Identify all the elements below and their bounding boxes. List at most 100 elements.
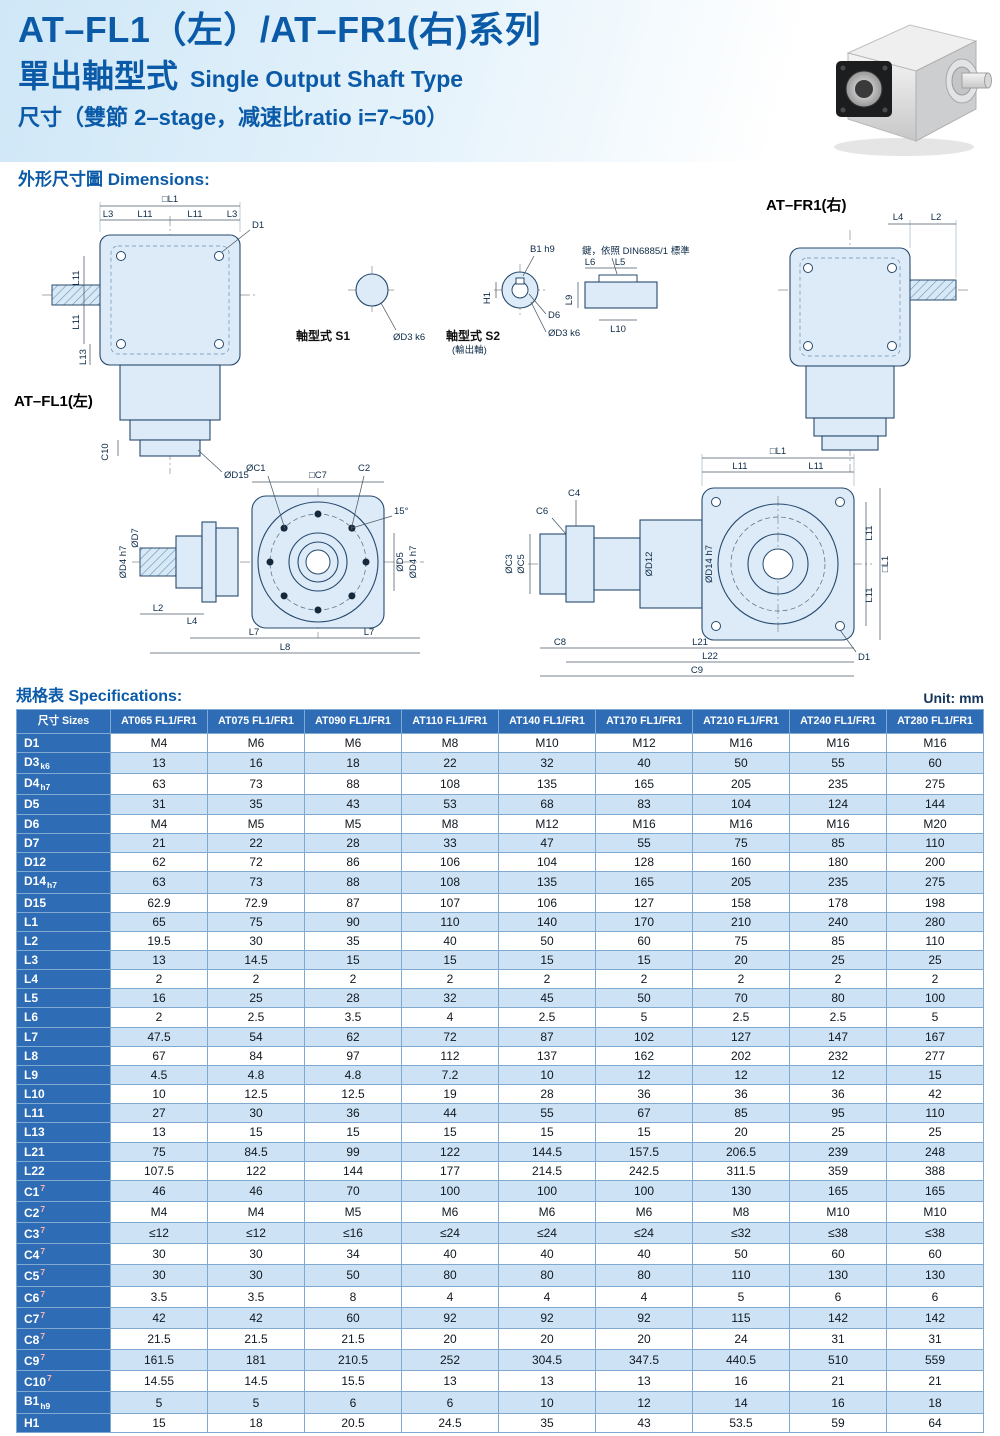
spec-cell: ≤38 bbox=[886, 1222, 984, 1245]
spec-row-label: L9 bbox=[16, 1064, 111, 1086]
spec-cell: 162 bbox=[595, 1045, 693, 1066]
spec-cell: 35 bbox=[498, 1412, 596, 1433]
spec-cell: 92 bbox=[595, 1306, 693, 1329]
spec-cell: 73 bbox=[207, 773, 305, 796]
spec-cell: 86 bbox=[304, 851, 402, 873]
spec-cell: 87 bbox=[304, 892, 402, 913]
spec-cell: 21 bbox=[789, 1370, 887, 1393]
spec-cell: 177 bbox=[401, 1160, 499, 1181]
spec-cell: 161.5 bbox=[110, 1349, 208, 1372]
spec-cell: 30 bbox=[207, 1264, 305, 1287]
spec-cell: 5 bbox=[110, 1391, 208, 1414]
dim-label: L3 bbox=[227, 209, 238, 220]
spec-cell: 200 bbox=[886, 851, 984, 873]
spec-cell: 210.5 bbox=[304, 1349, 402, 1372]
spec-cell: 20 bbox=[498, 1327, 596, 1351]
spec-cell: 40 bbox=[401, 930, 499, 951]
spec-cell: 165 bbox=[595, 773, 693, 796]
spec-cell: 13 bbox=[110, 751, 208, 775]
spec-cell: 202 bbox=[692, 1045, 790, 1066]
spec-cell: 28 bbox=[304, 988, 402, 1009]
spec-cell: 27 bbox=[110, 1103, 208, 1124]
spec-cell: 559 bbox=[886, 1349, 984, 1372]
spec-cell: 181 bbox=[207, 1349, 305, 1372]
spec-cell: 13 bbox=[110, 949, 208, 971]
spec-cell: 214.5 bbox=[498, 1160, 596, 1181]
spec-row-label: L3 bbox=[16, 949, 111, 971]
spec-cell: 2 bbox=[110, 969, 208, 990]
subtitle-zh: 單出軸型式 bbox=[18, 58, 179, 95]
spec-cell: 205 bbox=[692, 773, 790, 796]
spec-header-model: AT090 FL1/FR1 bbox=[304, 709, 402, 734]
spec-cell: 2 bbox=[886, 969, 984, 990]
dim-label: 15° bbox=[394, 506, 409, 517]
spec-cell: 8 bbox=[304, 1285, 402, 1308]
spec-cell: 42 bbox=[110, 1306, 208, 1329]
spec-row-label: C27 bbox=[16, 1200, 111, 1224]
spec-cell: 127 bbox=[692, 1026, 790, 1047]
specs-heading-bar: 規格表 Specifications: Unit: mm bbox=[16, 682, 984, 706]
dim-label: L22 bbox=[702, 651, 718, 662]
page-title: AT–FL1（左）/AT–FR1(右)系列 bbox=[18, 9, 542, 50]
spec-cell: 68 bbox=[498, 794, 596, 815]
spec-cell: 99 bbox=[304, 1141, 402, 1162]
spec-cell: ≤24 bbox=[498, 1222, 596, 1245]
spec-cell: 10 bbox=[110, 1084, 208, 1105]
spec-row-label: L2 bbox=[16, 930, 111, 951]
spec-cell: 112 bbox=[401, 1045, 499, 1066]
dim-label: L11 bbox=[732, 461, 747, 472]
spec-cell: 19.5 bbox=[110, 930, 208, 951]
spec-cell: 25 bbox=[789, 1122, 887, 1143]
spec-cell: 72.9 bbox=[207, 892, 305, 913]
dim-label: C8 bbox=[554, 637, 566, 648]
spec-cell: 2.5 bbox=[789, 1007, 887, 1028]
spec-cell: 18 bbox=[304, 751, 402, 775]
dim-label: C2 bbox=[358, 463, 370, 474]
spec-row-label: L6 bbox=[16, 1007, 111, 1028]
spec-cell: 2 bbox=[789, 969, 887, 990]
spec-cell: 128 bbox=[595, 851, 693, 873]
spec-cell: ≤12 bbox=[207, 1222, 305, 1245]
spec-cell: 135 bbox=[498, 871, 596, 894]
spec-cell: 20.5 bbox=[304, 1412, 402, 1433]
spec-cell: 30 bbox=[207, 1243, 305, 1266]
spec-cell: 42 bbox=[886, 1084, 984, 1105]
spec-cell: 25 bbox=[886, 1122, 984, 1143]
spec-cell: 60 bbox=[595, 930, 693, 951]
spec-cell: 95 bbox=[789, 1103, 887, 1124]
dim-label: L6 bbox=[585, 257, 596, 268]
spec-cell: 50 bbox=[304, 1264, 402, 1287]
spec-cell: 15 bbox=[498, 949, 596, 971]
spec-cell: 45 bbox=[498, 988, 596, 1009]
spec-cell: 12 bbox=[692, 1064, 790, 1086]
spec-cell: 110 bbox=[692, 1264, 790, 1287]
dim-label: ØD5 bbox=[395, 552, 406, 572]
spec-cell: 12 bbox=[789, 1064, 887, 1086]
spec-cell: 15 bbox=[595, 1122, 693, 1143]
spec-row-label: L4 bbox=[16, 969, 111, 990]
spec-cell: 104 bbox=[692, 794, 790, 815]
spec-cell: M8 bbox=[401, 732, 499, 753]
spec-cell: 235 bbox=[789, 871, 887, 894]
spec-cell: 75 bbox=[110, 1141, 208, 1162]
spec-cell: 102 bbox=[595, 1026, 693, 1047]
s1-caption: 軸型式 S1 bbox=[296, 328, 350, 343]
spec-cell: 165 bbox=[595, 871, 693, 894]
spec-row-label: C107 bbox=[16, 1370, 111, 1393]
spec-header-model: AT140 FL1/FR1 bbox=[498, 709, 596, 734]
spec-cell: 13 bbox=[498, 1370, 596, 1393]
dim-label: C10 bbox=[100, 443, 111, 460]
spec-row-label: D14h7 bbox=[16, 871, 111, 894]
dim-label: ØD12 bbox=[644, 552, 655, 577]
dim-label: L2 bbox=[931, 212, 942, 223]
spec-cell: 210 bbox=[692, 911, 790, 932]
spec-row-label: L8 bbox=[16, 1045, 111, 1066]
